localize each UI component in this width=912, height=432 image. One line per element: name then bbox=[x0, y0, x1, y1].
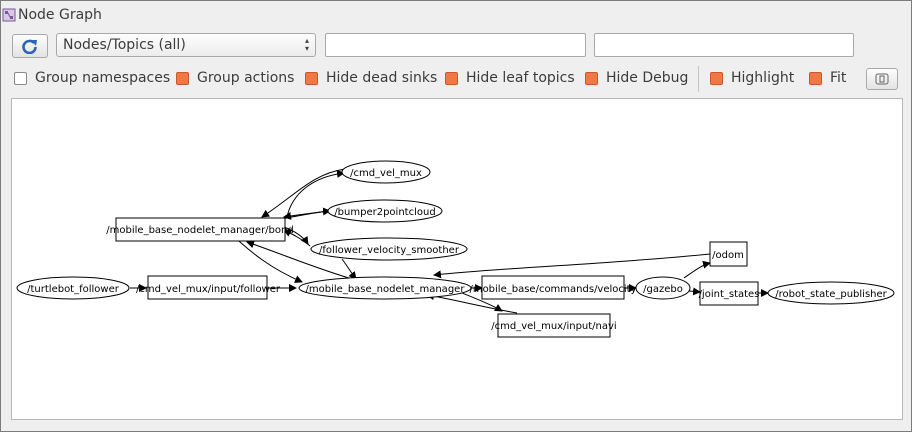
topic-odom-shape[interactable] bbox=[709, 241, 748, 267]
node-gazebo-shape[interactable] bbox=[635, 276, 691, 300]
topic-filter-input[interactable] bbox=[594, 33, 854, 57]
topic-mux-follower-label: /cmd_vel_mux/input/follower bbox=[136, 284, 281, 295]
topic-odom-label: /odom bbox=[712, 250, 744, 261]
topic-navi-label: /cmd_vel_mux/input/navi bbox=[491, 321, 616, 332]
topic-joint-states-label: /joint_states bbox=[699, 289, 760, 300]
edge-bond-to-bumper bbox=[281, 207, 331, 220]
node-graph-app-icon bbox=[2, 8, 16, 22]
group-actions-label: Group actions bbox=[197, 70, 295, 86]
topic-bond-label: /mobile_base_nodelet_manager/bond bbox=[106, 225, 293, 236]
edge-odom-to-manager bbox=[433, 253, 711, 279]
refresh-button[interactable] bbox=[12, 34, 48, 58]
graph-svg: /cmd_vel_mux /bumper2pointcloud /mobile_… bbox=[16, 160, 895, 338]
group-actions-checkbox[interactable] bbox=[176, 71, 189, 85]
option-group-actions[interactable]: Group actions bbox=[176, 66, 294, 90]
edge-manager-to-bond bbox=[246, 240, 353, 280]
highlight-checkbox[interactable] bbox=[710, 71, 723, 85]
title-bar: Node Graph bbox=[2, 4, 102, 26]
fit-view-icon bbox=[875, 73, 889, 85]
node-follower-shape[interactable] bbox=[16, 276, 130, 300]
select-arrows-icon: ▴▾ bbox=[304, 36, 309, 53]
topic-mux-follower-shape[interactable] bbox=[147, 275, 268, 300]
hide-debug-checkbox[interactable] bbox=[585, 71, 598, 85]
toolbar: Nodes/Topics (all) ▴▾ bbox=[0, 32, 912, 60]
edge-gazebo-to-joint bbox=[688, 287, 701, 296]
node-follower-label: /turtlebot_follower bbox=[27, 284, 120, 295]
fit-label: Fit bbox=[830, 70, 847, 86]
node-bumper-label: /bumper2pointcloud bbox=[334, 207, 435, 218]
edge-gazebo-to-odom bbox=[683, 260, 711, 279]
edge-bond-to-mux bbox=[286, 169, 345, 218]
option-highlight[interactable]: Highlight bbox=[710, 66, 794, 90]
edge-bond-to-smoother bbox=[283, 226, 309, 245]
node-gazebo-label: /gazebo bbox=[643, 284, 683, 295]
node-cmd-vel-mux-shape[interactable] bbox=[341, 160, 431, 184]
fit-in-view-button[interactable] bbox=[866, 68, 898, 90]
topic-bond-shape[interactable] bbox=[115, 217, 286, 242]
option-hide-debug[interactable]: Hide Debug bbox=[585, 66, 688, 90]
option-hide-leaf-topics[interactable]: Hide leaf topics bbox=[445, 66, 575, 90]
topic-velocity-shape[interactable] bbox=[481, 275, 625, 300]
edge-smoother-to-manager bbox=[341, 258, 357, 280]
hide-leaf-topics-checkbox[interactable] bbox=[445, 71, 458, 85]
hide-debug-label: Hide Debug bbox=[606, 70, 689, 86]
highlight-label: Highlight bbox=[731, 70, 795, 86]
option-hide-dead-sinks[interactable]: Hide dead sinks bbox=[305, 66, 437, 90]
node-smoother-shape[interactable] bbox=[310, 237, 468, 261]
node-manager-shape[interactable] bbox=[298, 276, 472, 300]
node-bumper-shape[interactable] bbox=[327, 199, 443, 223]
group-namespaces-checkbox[interactable] bbox=[14, 71, 27, 85]
node-rsp-shape[interactable] bbox=[767, 281, 895, 305]
group-namespaces-label: Group namespaces bbox=[35, 70, 171, 86]
graph-mode-select[interactable]: Nodes/Topics (all) ▴▾ bbox=[56, 33, 316, 57]
hide-leaf-topics-label: Hide leaf topics bbox=[466, 70, 575, 86]
edge-mux-to-bond bbox=[261, 168, 346, 218]
fit-checkbox[interactable] bbox=[809, 71, 822, 85]
hide-dead-sinks-checkbox[interactable] bbox=[305, 71, 318, 85]
node-rsp-label: /robot_state_publisher bbox=[775, 289, 887, 300]
node-manager-label: /mobile_base_nodelet_manager bbox=[306, 284, 466, 295]
filter-input[interactable] bbox=[325, 33, 586, 57]
options-separator bbox=[698, 66, 699, 92]
node-smoother-label: /follower_velocity_smoother bbox=[319, 245, 460, 256]
topic-navi-shape[interactable] bbox=[497, 313, 611, 338]
refresh-icon bbox=[22, 39, 37, 54]
option-group-namespaces[interactable]: Group namespaces bbox=[14, 66, 170, 90]
graph-canvas[interactable]: /cmd_vel_mux /bumper2pointcloud /mobile_… bbox=[11, 98, 903, 420]
option-fit[interactable]: Fit bbox=[809, 66, 846, 90]
hide-dead-sinks-label: Hide dead sinks bbox=[326, 70, 438, 86]
node-cmd-vel-mux-label: /cmd_vel_mux bbox=[350, 168, 422, 179]
window-title: Node Graph bbox=[18, 7, 102, 23]
topic-velocity-label: /mobile_base/commands/velocity bbox=[469, 284, 636, 295]
options-bar: Group namespaces Group actions Hide dead… bbox=[0, 66, 912, 92]
topic-joint-states-shape[interactable] bbox=[699, 281, 759, 306]
graph-mode-value: Nodes/Topics (all) bbox=[63, 37, 186, 53]
